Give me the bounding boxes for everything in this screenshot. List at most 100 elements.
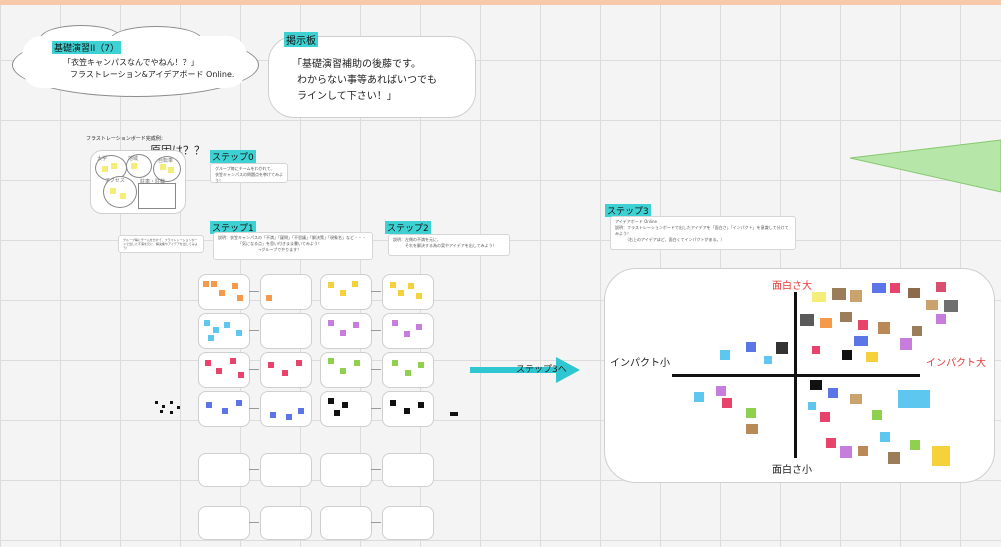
group-card[interactable] xyxy=(382,274,434,310)
group-card[interactable] xyxy=(198,506,250,540)
sticky-note[interactable] xyxy=(230,358,236,364)
sticky-note[interactable] xyxy=(328,358,334,364)
sticky-note[interactable] xyxy=(204,320,210,326)
sticky-note[interactable] xyxy=(404,331,410,337)
step2-card[interactable]: 説明：左側の不満を元に、 それを解決する為の案やアイデアを出してみよう！ xyxy=(388,234,510,256)
idea-note[interactable] xyxy=(800,314,814,326)
idea-note[interactable] xyxy=(832,288,846,300)
sticky-note[interactable] xyxy=(222,408,228,414)
sticky-note[interactable] xyxy=(390,400,396,406)
group-card[interactable] xyxy=(260,391,312,427)
sticky-note[interactable] xyxy=(111,163,117,169)
sticky-note[interactable] xyxy=(408,283,414,289)
sticky-note[interactable] xyxy=(208,335,214,341)
idea-note[interactable] xyxy=(820,412,830,422)
sticky-note[interactable] xyxy=(392,320,398,326)
sticky-note[interactable] xyxy=(296,360,302,366)
sticky-note[interactable] xyxy=(286,414,292,420)
group-card[interactable] xyxy=(382,453,434,487)
sticky-note[interactable] xyxy=(211,281,217,287)
group-card[interactable] xyxy=(320,391,372,427)
sticky-note[interactable] xyxy=(404,408,410,414)
sticky-note[interactable] xyxy=(416,293,422,299)
sticky-note[interactable] xyxy=(224,322,230,328)
idea-note[interactable] xyxy=(746,408,756,418)
idea-note[interactable] xyxy=(840,446,852,458)
idea-note[interactable] xyxy=(812,346,820,354)
idea-note[interactable] xyxy=(880,432,890,442)
idea-note[interactable] xyxy=(936,314,946,324)
sticky-note[interactable] xyxy=(160,164,166,170)
sticky-note[interactable] xyxy=(238,372,244,378)
sticky-note[interactable] xyxy=(390,282,396,288)
sticky-note[interactable] xyxy=(232,283,238,289)
sticky-note[interactable] xyxy=(328,398,334,404)
sticky-note[interactable] xyxy=(203,281,209,287)
sticky-note[interactable] xyxy=(216,368,222,374)
group-card[interactable] xyxy=(320,506,372,540)
green-callout[interactable] xyxy=(850,132,1001,202)
idea-note[interactable] xyxy=(746,424,758,434)
idea-note[interactable] xyxy=(812,292,826,302)
sticky-note[interactable] xyxy=(236,400,242,406)
idea-note[interactable] xyxy=(910,440,920,450)
idea-note[interactable] xyxy=(764,356,772,364)
sticky-note[interactable] xyxy=(340,290,346,296)
idea-note[interactable] xyxy=(854,336,868,346)
group-card[interactable] xyxy=(320,453,372,487)
idea-note[interactable] xyxy=(840,312,852,322)
idea-note[interactable] xyxy=(694,392,704,402)
sticky-note[interactable] xyxy=(206,402,212,408)
idea-note[interactable] xyxy=(850,394,862,404)
step0-card[interactable]: グループ毎にチームをわかれて、 衣笠キャンパスの問題点を挙げてみよう！ xyxy=(210,163,288,183)
sticky-note[interactable] xyxy=(282,370,288,376)
idea-note[interactable] xyxy=(820,318,832,328)
idea-note[interactable] xyxy=(858,320,868,330)
group-card[interactable] xyxy=(198,453,250,487)
sticky-note[interactable] xyxy=(168,167,174,173)
sticky-note[interactable] xyxy=(120,193,126,199)
sticky-note[interactable] xyxy=(236,330,242,336)
sticky-note[interactable] xyxy=(418,362,424,368)
side-note-card[interactable]: グループ毎にチームを分けて、フラストレーションボードで出した不満を元に、解決策や… xyxy=(118,235,204,253)
idea-note[interactable] xyxy=(828,388,838,398)
sticky-note[interactable] xyxy=(392,360,398,366)
idea-note[interactable] xyxy=(932,446,950,466)
sticky-note[interactable] xyxy=(110,188,116,194)
idea-note[interactable] xyxy=(944,300,958,312)
sticky-note[interactable] xyxy=(268,362,274,368)
notice-board[interactable] xyxy=(268,36,476,118)
idea-note[interactable] xyxy=(890,283,900,293)
group-card[interactable] xyxy=(198,352,250,388)
sticky-note[interactable] xyxy=(334,410,340,416)
group-card[interactable] xyxy=(320,274,372,310)
sticky-note[interactable] xyxy=(328,320,334,326)
group-card[interactable] xyxy=(198,313,250,349)
idea-note[interactable] xyxy=(872,283,886,293)
sticky-note[interactable] xyxy=(416,324,422,330)
idea-note[interactable] xyxy=(826,438,836,448)
idea-note[interactable] xyxy=(720,350,730,360)
group-card[interactable] xyxy=(320,313,372,349)
sticky-note[interactable] xyxy=(352,281,358,287)
sticky-note[interactable] xyxy=(266,295,272,301)
sticky-note[interactable] xyxy=(342,402,348,408)
idea-note[interactable] xyxy=(850,290,862,302)
sticky-note[interactable] xyxy=(340,330,346,336)
sticky-note[interactable] xyxy=(354,360,360,366)
idea-note[interactable] xyxy=(912,326,922,336)
idea-note[interactable] xyxy=(898,390,930,408)
idea-note[interactable] xyxy=(808,402,816,410)
sticky-note[interactable] xyxy=(418,402,424,408)
sticky-note[interactable] xyxy=(298,408,304,414)
idea-note[interactable] xyxy=(810,380,822,390)
idea-note[interactable] xyxy=(872,410,882,420)
sticky-note[interactable] xyxy=(270,412,276,418)
sticky-note[interactable] xyxy=(328,282,334,288)
sticky-note[interactable] xyxy=(213,327,219,333)
idea-note[interactable] xyxy=(878,322,890,334)
idea-note[interactable] xyxy=(858,446,868,456)
sticky-note[interactable] xyxy=(205,360,211,366)
sticky-note[interactable] xyxy=(219,290,225,296)
idea-note[interactable] xyxy=(842,350,852,360)
